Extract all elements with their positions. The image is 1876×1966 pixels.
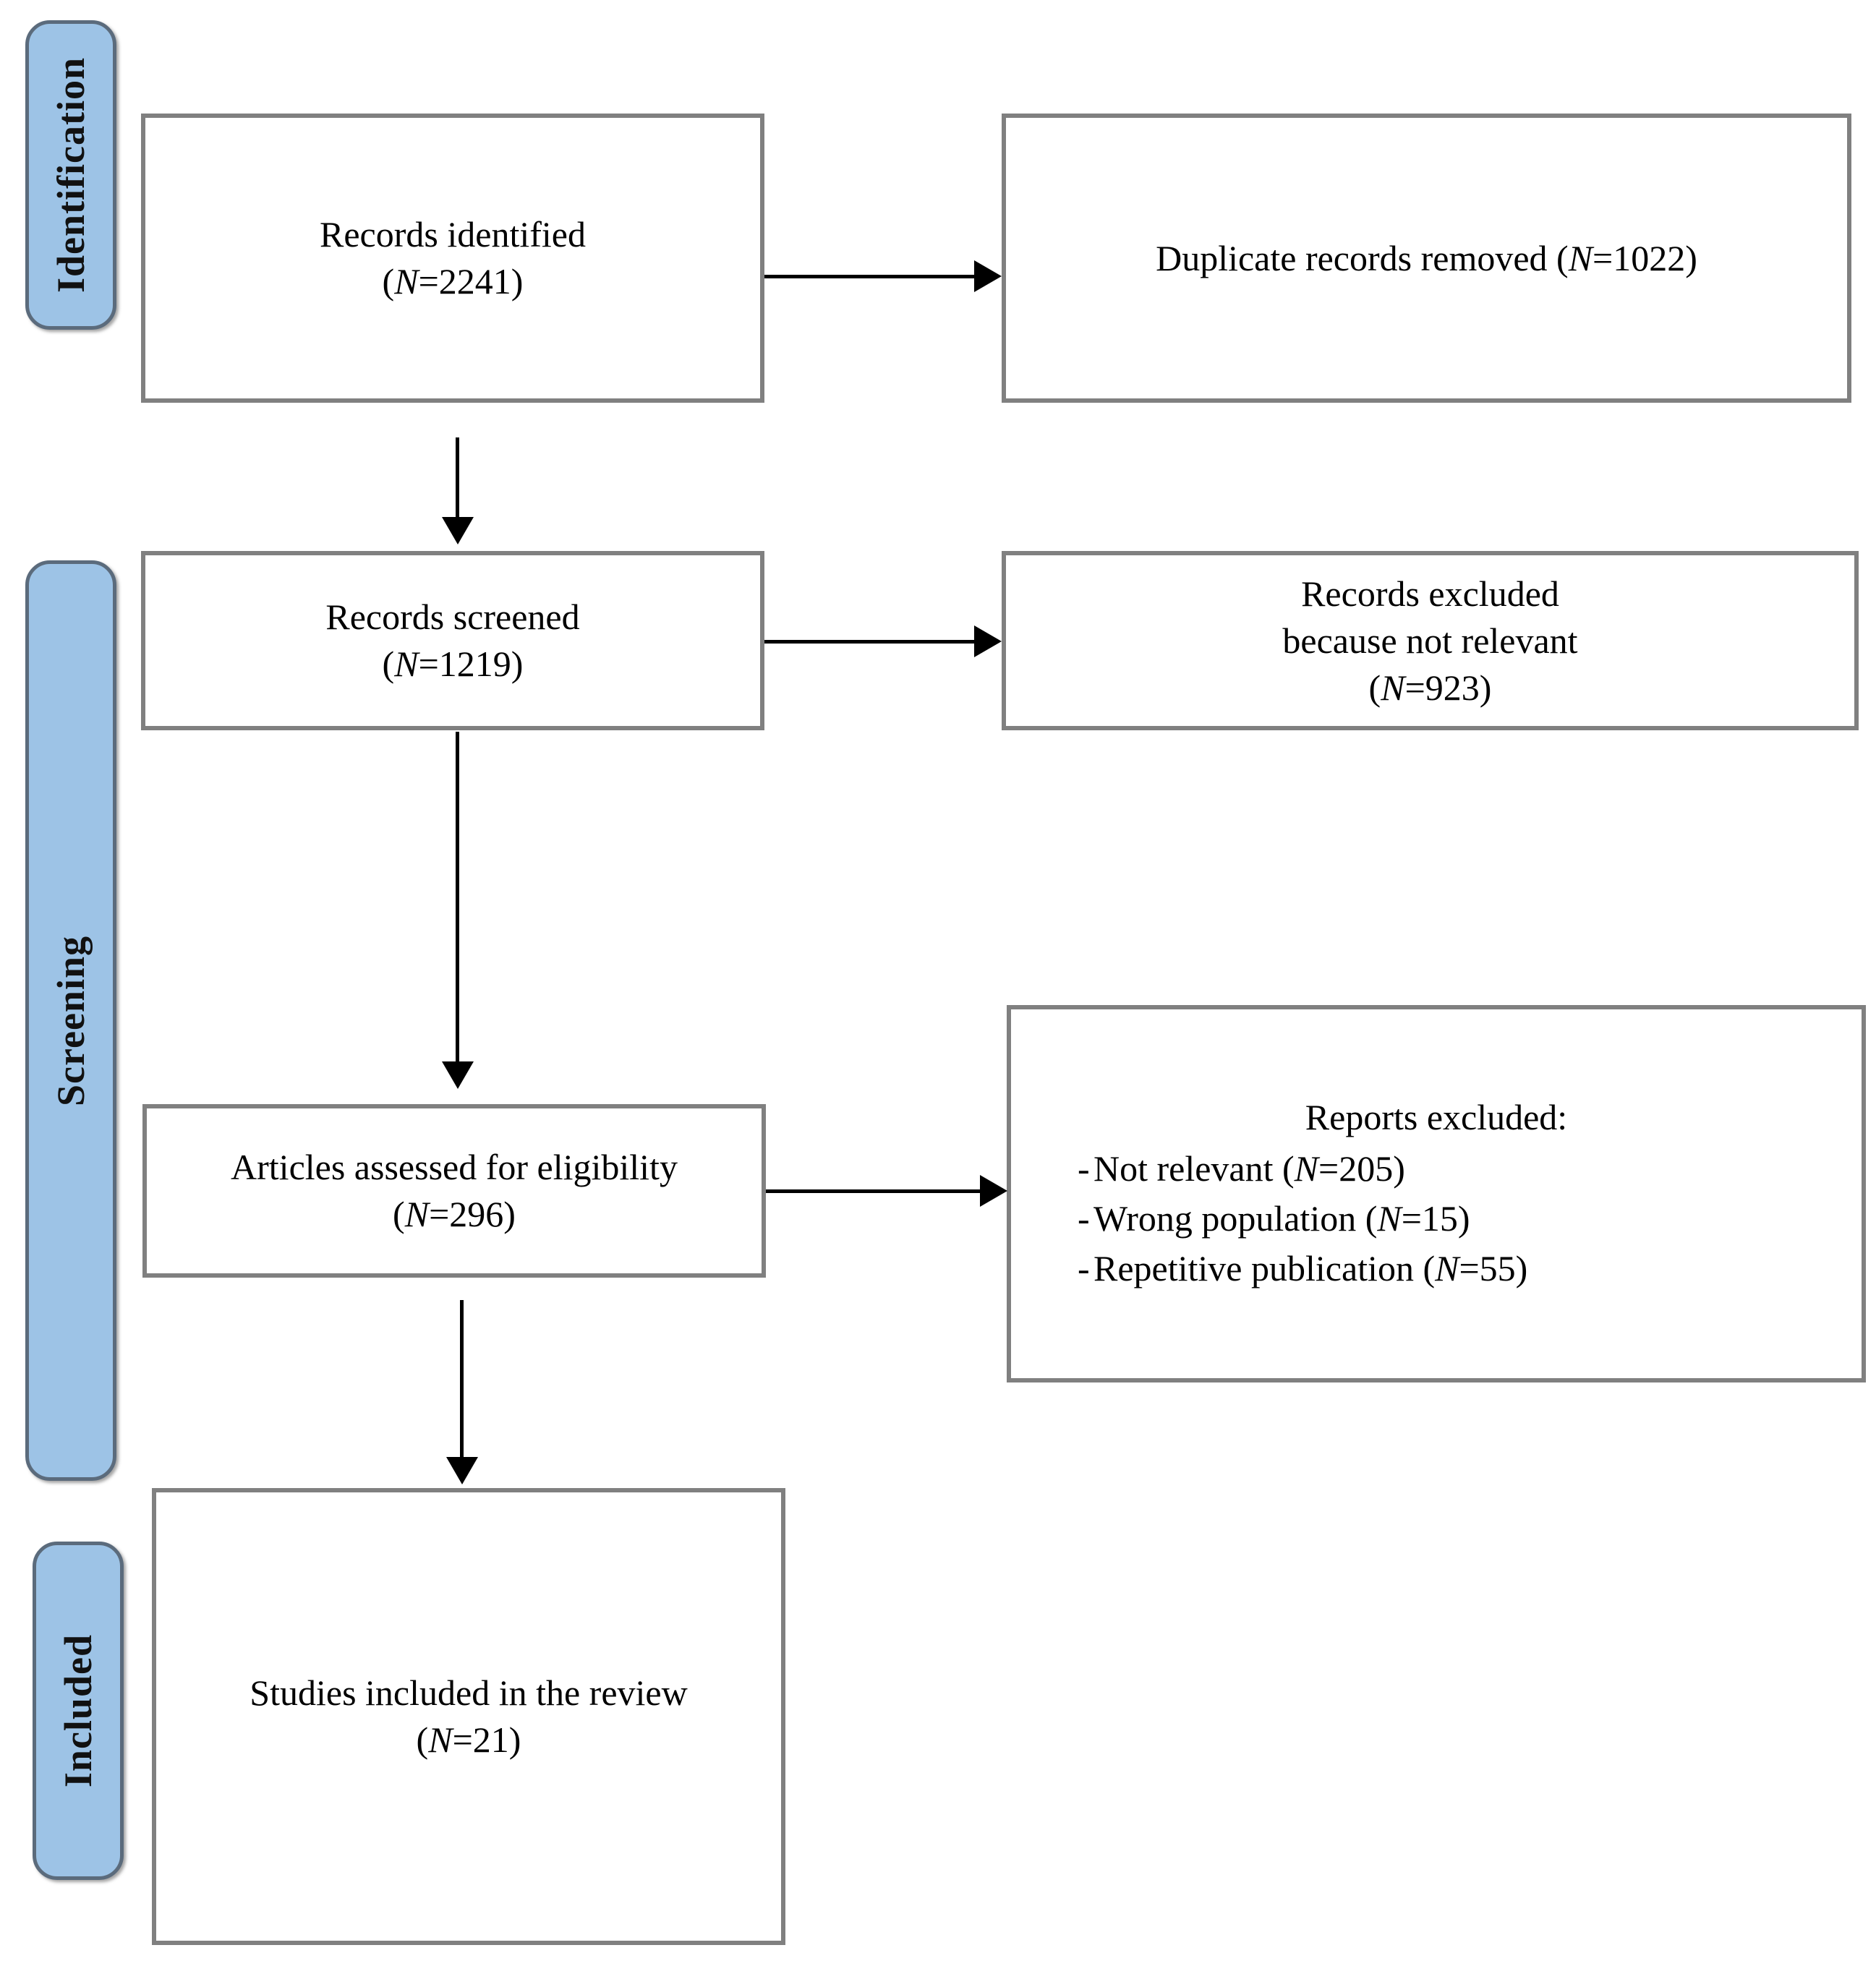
records-excluded-count-open: ( (1368, 667, 1381, 708)
connector-identified-to-duplicates (764, 275, 976, 278)
reason-wrong-population-label: Wrong population ( (1093, 1198, 1378, 1239)
stage-label-included: Included (56, 1633, 100, 1788)
arrowhead-identified-to-screened (442, 517, 474, 544)
box-records-identified: Records identified (N=2241) (141, 114, 764, 403)
reports-excluded-list: - Not relevant (N=205) - Wrong populatio… (1040, 1144, 1833, 1294)
duplicates-removed-n-symbol: N (1568, 237, 1593, 278)
stage-label-screening: Screening (49, 935, 93, 1106)
records-identified-count-open: ( (382, 261, 395, 302)
reason-not-relevant-label: Not relevant ( (1093, 1148, 1295, 1189)
studies-included-line1: Studies included in the review (250, 1672, 688, 1713)
records-excluded-count-value: =923) (1404, 667, 1492, 708)
reason-repetitive-publication-label: Repetitive publication ( (1093, 1248, 1436, 1288)
arrowhead-screened-to-excluded (974, 625, 1002, 657)
box-duplicate-records-removed: Duplicate records removed (N=1022) (1002, 114, 1851, 403)
stage-label-identification: Identification (49, 56, 93, 293)
records-identified-count-value: =2241) (418, 261, 524, 302)
arrowhead-screened-to-assessed (442, 1061, 474, 1089)
duplicates-removed-label: Duplicate records removed ( (1156, 237, 1569, 278)
box-records-screened: Records screened (N=1219) (141, 551, 764, 730)
records-screened-count-value: =1219) (418, 644, 524, 684)
arrowhead-assessed-to-included (446, 1457, 478, 1484)
records-excluded-n-symbol: N (1381, 667, 1405, 708)
box-articles-assessed: Articles assessed for eligibility (N=296… (142, 1104, 766, 1278)
records-screened-n-symbol: N (394, 644, 419, 684)
studies-included-n-symbol: N (428, 1719, 453, 1760)
reports-excluded-item-text: Repetitive publication (N=55) (1093, 1244, 1833, 1294)
list-item: - Repetitive publication (N=55) (1040, 1244, 1833, 1294)
box-records-excluded: Records excluded because not relevant (N… (1002, 551, 1859, 730)
box-duplicate-records-removed-text: Duplicate records removed (N=1022) (1143, 235, 1710, 282)
records-excluded-line1: Records excluded (1301, 573, 1559, 614)
reports-excluded-item-text: Wrong population (N=15) (1093, 1194, 1833, 1244)
duplicates-removed-count-value: =1022) (1593, 237, 1697, 278)
stage-pill-identification: Identification (25, 20, 116, 330)
studies-included-count-open: ( (416, 1719, 429, 1760)
bullet-dash-icon: - (1078, 1148, 1090, 1189)
records-identified-n-symbol: N (394, 261, 419, 302)
arrowhead-assessed-to-reports-excluded (980, 1175, 1007, 1207)
articles-assessed-n-symbol: N (404, 1194, 430, 1234)
reason-repetitive-publication-count-value: =55) (1459, 1248, 1528, 1288)
reason-not-relevant-n-symbol: N (1294, 1148, 1319, 1189)
connector-identified-to-screened (456, 437, 459, 518)
bullet-dash-icon: - (1078, 1248, 1090, 1288)
reports-excluded-item-text: Not relevant (N=205) (1093, 1144, 1833, 1194)
reason-repetitive-publication-n-symbol: N (1435, 1248, 1459, 1288)
box-articles-assessed-text: Articles assessed for eligibility (N=296… (218, 1144, 691, 1238)
box-studies-included: Studies included in the review (N=21) (152, 1488, 785, 1945)
arrowhead-identified-to-duplicates (974, 260, 1002, 292)
articles-assessed-count-value: =296) (429, 1194, 516, 1234)
list-item: - Not relevant (N=205) (1040, 1144, 1833, 1194)
records-screened-count-open: ( (382, 644, 395, 684)
records-identified-line1: Records identified (320, 214, 586, 255)
box-records-screened-text: Records screened (N=1219) (312, 594, 592, 688)
articles-assessed-count-open: ( (393, 1194, 405, 1234)
articles-assessed-line1: Articles assessed for eligibility (231, 1147, 678, 1187)
records-screened-line1: Records screened (325, 597, 580, 637)
connector-screened-to-assessed (456, 732, 459, 1063)
reason-wrong-population-n-symbol: N (1377, 1198, 1402, 1239)
connector-assessed-to-included (460, 1300, 464, 1459)
connector-assessed-to-reports-excluded (766, 1189, 983, 1193)
records-excluded-line2: because not relevant (1282, 620, 1578, 661)
reason-wrong-population-count-value: =15) (1401, 1198, 1470, 1239)
connector-screened-to-excluded (764, 640, 976, 644)
box-reports-excluded-content: Reports excluded: - Not relevant (N=205)… (1011, 1094, 1862, 1294)
list-item: - Wrong population (N=15) (1040, 1194, 1833, 1244)
studies-included-count-value: =21) (452, 1719, 521, 1760)
box-records-identified-text: Records identified (N=2241) (307, 211, 599, 305)
box-records-excluded-text: Records excluded because not relevant (N… (1269, 570, 1590, 711)
bullet-dash-icon: - (1078, 1198, 1090, 1239)
reason-not-relevant-count-value: =205) (1318, 1148, 1405, 1189)
box-studies-included-text: Studies included in the review (N=21) (236, 1670, 700, 1764)
stage-pill-screening: Screening (25, 560, 116, 1481)
reports-excluded-title: Reports excluded: (1305, 1097, 1568, 1137)
stage-pill-included: Included (33, 1542, 124, 1880)
box-reports-excluded: Reports excluded: - Not relevant (N=205)… (1007, 1005, 1866, 1382)
